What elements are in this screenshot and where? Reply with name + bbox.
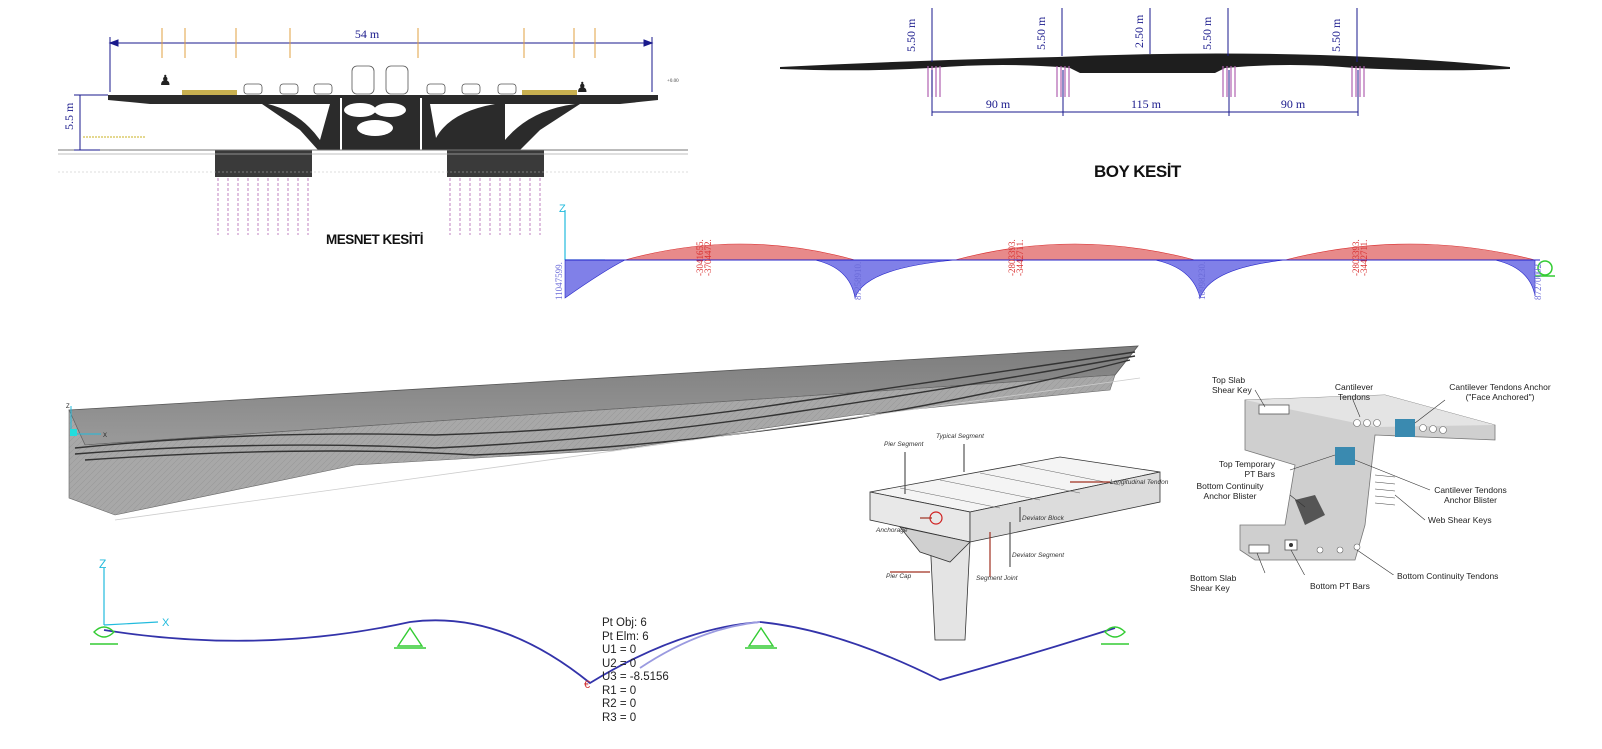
label-cantilever-blister: Cantilever Tendons Anchor Blister	[1434, 485, 1507, 505]
svg-text:87258910.: 87258910.	[853, 262, 863, 300]
label-anchorage: Anchorage	[876, 527, 908, 534]
depth-label-5: 5.50 m	[1329, 18, 1343, 52]
anchor-face	[1395, 419, 1415, 437]
deflection-axis-z: Z	[99, 557, 106, 571]
label-pier-segment: Pier Segment	[884, 441, 924, 448]
readout-r3: R3 = 0	[602, 711, 637, 724]
readout-r2: R2 = 0	[602, 698, 637, 710]
readout-pt-elm: Pt Elm: 6	[602, 630, 649, 643]
moment-axis	[564, 210, 605, 261]
segment-section-diagram	[1239, 389, 1496, 575]
model-axis-x: X	[103, 433, 107, 439]
model-axis-z: Z	[66, 404, 70, 410]
span-label-1: 90 m	[986, 97, 1011, 111]
label-segment-joint: Segment Joint	[976, 575, 1018, 582]
point-marker: €	[584, 679, 590, 690]
pier-left	[215, 150, 312, 177]
leader-lines	[1254, 389, 1446, 575]
anchor-blister	[1335, 447, 1355, 465]
svg-text:-3442711.: -3442711.	[1359, 240, 1369, 276]
segment-erection-diagram	[869, 444, 1161, 641]
label-bottom-continuity-blister: Bottom Continuity Anchor Blister	[1196, 481, 1264, 501]
readout-r1: R1 = 0	[602, 684, 637, 697]
box-girder-model: Z X	[66, 345, 1141, 521]
svg-text:-3041655.: -3041655.	[695, 239, 705, 276]
depth-label-2: 5.50 m	[1034, 16, 1048, 50]
deflection-axis-x: X	[162, 617, 170, 629]
vehicle-icons	[243, 65, 517, 95]
label-deviator-block: Deviator Block	[1022, 515, 1064, 522]
bridge-profile	[780, 53, 1510, 73]
svg-text:10998230.: 10998230.	[1197, 262, 1207, 300]
height-dimension	[74, 94, 108, 151]
cross-section-drawing: 54 m 5.5 m	[58, 27, 688, 235]
height-label: 5.5 m	[62, 102, 76, 130]
piles	[217, 178, 541, 235]
support-icon	[1535, 260, 1555, 277]
moment-negative-region	[564, 259, 1536, 300]
pedestrian-icon: ♟	[576, 81, 589, 96]
label-top-temporary-pt: Top Temporary PT Bars	[1218, 459, 1275, 479]
label-web-shear-keys: Web Shear Keys	[1428, 515, 1492, 525]
box-cells	[186, 103, 575, 140]
width-label: 54 m	[355, 27, 380, 41]
label-cantilever-tendons: Cantilever Tendons	[1334, 382, 1374, 402]
label-top-slab-shear-key: Top Slab Shear Key	[1212, 375, 1252, 395]
cross-section-title: MESNET KESİTİ	[326, 232, 424, 247]
moment-diagram: Z 11047599. -3041655. -3704472. 87258910…	[554, 203, 1555, 300]
label-bottom-pt-bars: Bottom PT Bars	[1310, 581, 1370, 591]
svg-text:-2803393.: -2803393.	[1007, 239, 1017, 276]
svg-text:11047599.: 11047599.	[554, 262, 564, 300]
depth-label-4: 5.50 m	[1200, 16, 1214, 50]
svg-text:-3704472.: -3704472.	[703, 239, 713, 276]
model-axis	[70, 406, 101, 436]
depth-label-3: 2.50 m	[1132, 14, 1146, 48]
svg-text:87270002.: 87270002.	[1533, 262, 1543, 300]
callout-arrows	[890, 444, 1110, 577]
long-section-title: BOY KESİT	[1094, 162, 1181, 181]
support-icon	[90, 626, 1129, 649]
span-label-3: 90 m	[1281, 97, 1306, 111]
label-longitudinal-tendon: Longitudinal Tendon	[1110, 479, 1169, 486]
readout-u3: U3 = -8.5156	[602, 671, 669, 683]
readout-u1: U1 = 0	[602, 644, 637, 656]
moment-axis-z: Z	[559, 203, 566, 215]
deflection-axis	[103, 568, 159, 626]
level-label: +0.00	[667, 79, 679, 84]
readout-pt-obj: Pt Obj: 6	[602, 617, 647, 629]
moment-labels: 11047599. -3041655. -3704472. 87258910. …	[554, 239, 1543, 300]
label-bottom-continuity-tendons: Bottom Continuity Tendons	[1397, 571, 1499, 581]
moment-positive-region	[624, 243, 1536, 261]
planters	[182, 90, 577, 95]
lamp-posts	[161, 28, 596, 58]
label-pier-cap: Pier Cap	[886, 573, 912, 580]
tendon-lines	[74, 351, 1136, 461]
label-deviator-segment: Deviator Segment	[1012, 552, 1065, 559]
label-cantilever-anchor: Cantilever Tendons Anchor ("Face Anchore…	[1449, 382, 1551, 402]
depth-label-1: 5.50 m	[904, 18, 918, 52]
label-bottom-slab-shear-key: Bottom Slab Shear Key	[1190, 573, 1237, 593]
pier-right	[447, 150, 544, 177]
label-typical-segment: Typical Segment	[936, 433, 984, 440]
svg-text:-2803393.: -2803393.	[1351, 239, 1361, 276]
pedestrian-icon: ♟	[159, 74, 172, 89]
span-label-2: 115 m	[1131, 97, 1162, 111]
svg-text:-3442711.: -3442711.	[1015, 240, 1025, 276]
deflection-diagram: Z X €	[90, 557, 1129, 690]
longitudinal-section-drawing: 5.50 m 5.50 m 2.50 m 5.50 m 5.50 m 90 m …	[780, 8, 1510, 116]
readout-u2: U2 = 0	[602, 657, 637, 670]
span-dimension	[931, 8, 1359, 116]
deflected-shape	[103, 619, 1116, 685]
point-readout: Pt Obj: 6 Pt Elm: 6 U1 = 0 U2 = 0 U3 = -…	[602, 617, 669, 725]
width-dimension	[108, 37, 654, 92]
